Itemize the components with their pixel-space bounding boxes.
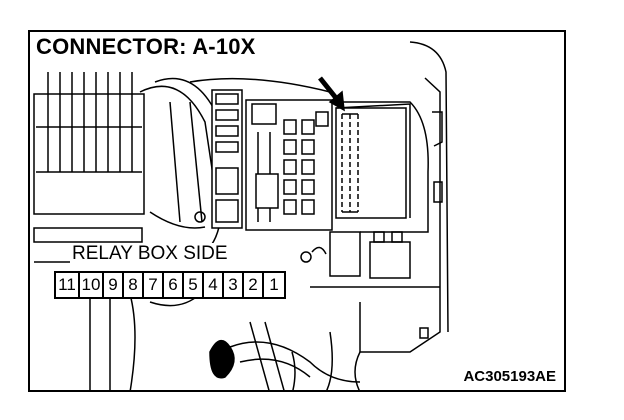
pin-1: 1 <box>269 275 279 294</box>
connector-side-label: RELAY BOX SIDE <box>70 243 230 265</box>
body-outline <box>189 41 449 333</box>
wiring-harness <box>209 321 361 390</box>
fuse-block <box>194 89 333 231</box>
target-connector <box>335 103 411 219</box>
arrow-icon <box>318 76 345 112</box>
air-cleaner-ribs <box>33 72 145 263</box>
pin-3: 3 <box>224 273 244 297</box>
pin-11: 11 <box>56 273 80 297</box>
pin-7: 7 <box>144 273 164 297</box>
pin-9: 9 <box>104 273 124 297</box>
pin-4: 4 <box>204 273 224 297</box>
pin-2: 2 <box>244 273 264 297</box>
pin-8: 8 <box>124 273 144 297</box>
pin-6: 6 <box>164 273 184 297</box>
figure-code: AC305193AE <box>461 368 558 386</box>
pin-5: 5 <box>184 273 204 297</box>
pin-10: 10 <box>80 273 104 297</box>
diagram-title: CONNECTOR: A-10X <box>34 34 262 60</box>
relay-box-housing <box>300 77 443 390</box>
engine-compartment-illustration <box>33 41 449 390</box>
